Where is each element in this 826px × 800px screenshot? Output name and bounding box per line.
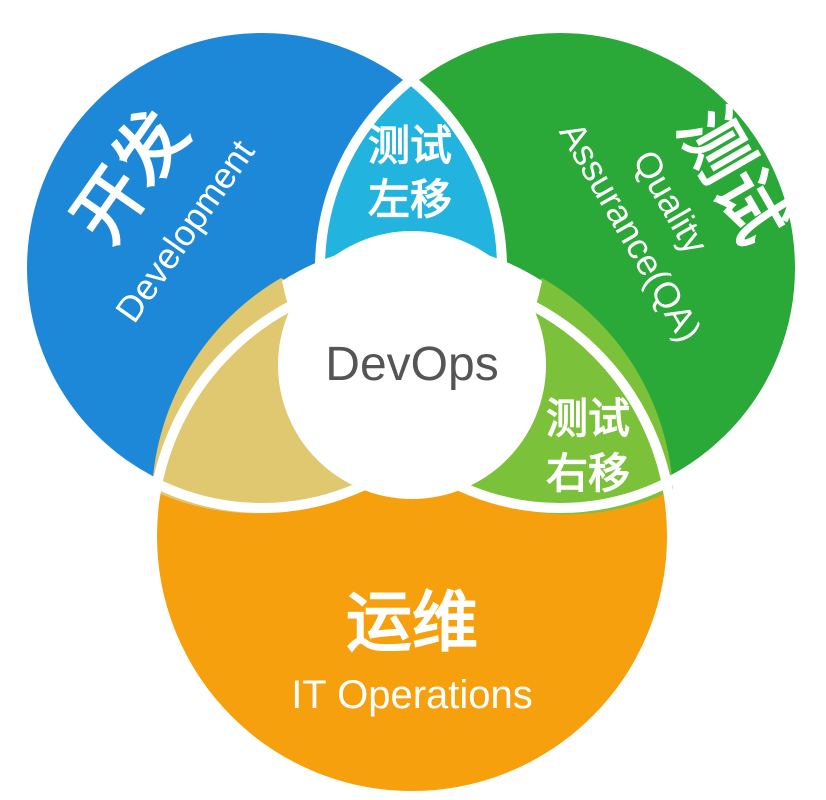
shift-right-line1: 测试 [546,394,630,443]
center-label: DevOps [325,338,498,391]
shift-left-line1: 测试 [368,121,452,170]
operations-subtitle: IT Operations [291,673,533,717]
shift-left-line2: 左移 [368,175,452,224]
operations-title: 运维 [346,584,478,661]
center-fill [278,231,546,499]
shift-right-line2: 右移 [546,449,630,498]
